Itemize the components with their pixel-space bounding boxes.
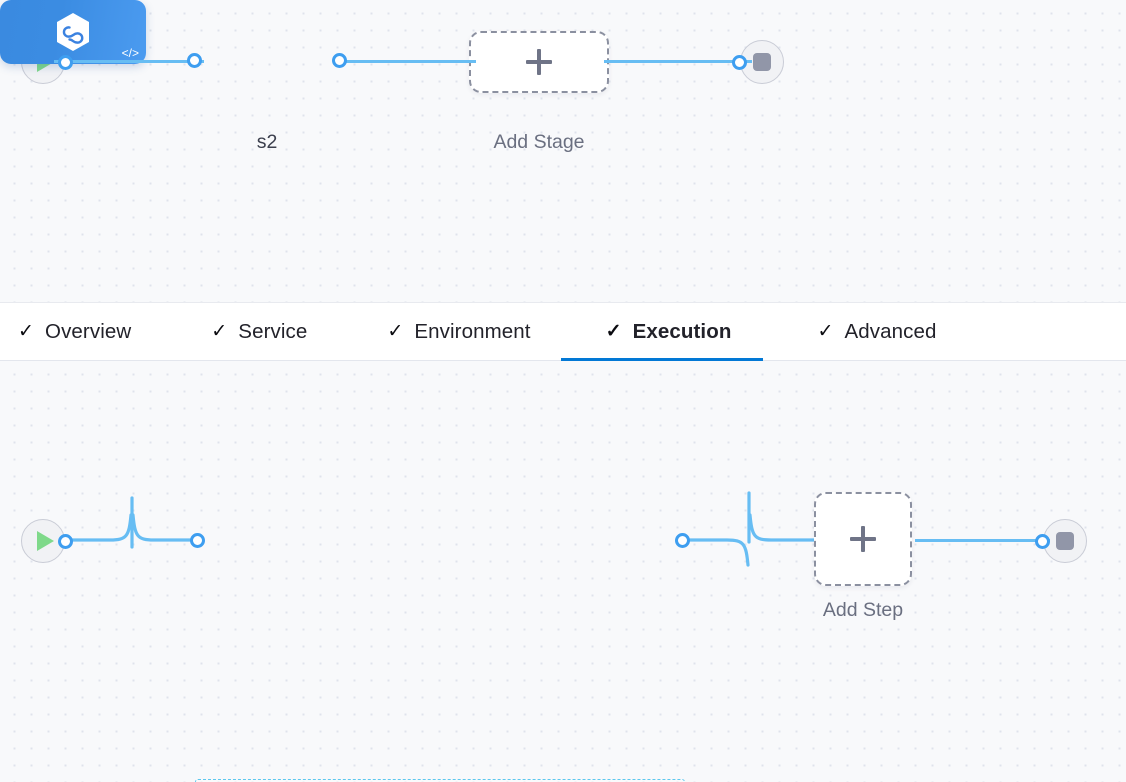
stop-icon: [1056, 532, 1074, 550]
end-circle: [740, 40, 784, 84]
tab-label: Environment: [414, 319, 531, 343]
stage-config-tabs[interactable]: ✓ Overview ✓ Service ✓ Environment ✓ Exe…: [0, 302, 1126, 361]
plus-icon: [526, 49, 552, 75]
tab-service[interactable]: ✓ Service: [161, 303, 337, 360]
stage-output-port[interactable]: [332, 53, 347, 68]
stage-node-body[interactable]: </>: [0, 0, 146, 64]
end-input-port[interactable]: [732, 55, 747, 70]
execution-end-node[interactable]: [1035, 519, 1087, 563]
stage-input-port[interactable]: [187, 53, 202, 68]
add-stage-node[interactable]: Add Stage: [469, 31, 609, 153]
parallel-junction-left: [53, 496, 200, 549]
add-stage-button[interactable]: [469, 31, 609, 93]
start-circle: [21, 519, 65, 563]
step-group-stepgroup1[interactable]: stepGroup1: [195, 779, 685, 782]
plus-icon: [850, 526, 876, 552]
pipeline-end-node[interactable]: [732, 40, 784, 84]
start-output-port[interactable]: [58, 534, 73, 549]
code-tag-icon: </>: [121, 46, 139, 60]
execution-graph-canvas[interactable]: stepGroup1: [0, 361, 1126, 782]
parallel-junction-right: [683, 491, 817, 567]
tab-environment[interactable]: ✓ Environment: [337, 303, 560, 360]
tab-overview[interactable]: ✓ Overview: [0, 303, 161, 360]
add-step-node[interactable]: Add Step: [814, 492, 912, 621]
tab-label: Overview: [45, 319, 132, 343]
tab-label: Execution: [632, 319, 732, 343]
check-icon: ✓: [605, 321, 622, 342]
tab-label: Advanced: [844, 319, 937, 343]
check-icon: ✓: [817, 321, 834, 342]
end-input-port[interactable]: [1035, 534, 1050, 549]
wire-stage-to-add: [336, 60, 476, 63]
check-icon: ✓: [211, 321, 228, 342]
step-group-entry-port[interactable]: [190, 533, 205, 548]
add-stage-label: Add Stage: [493, 131, 585, 153]
tab-execution[interactable]: ✓ Execution: [560, 303, 764, 361]
add-step-button[interactable]: [814, 492, 912, 586]
stage-node-s2[interactable]: </> s2: [0, 0, 347, 153]
harness-cd-hexagon-icon: [57, 13, 89, 51]
wire-start-to-stage: [54, 60, 204, 63]
stage-graph-canvas[interactable]: </> s2 Add Stage: [0, 0, 1126, 302]
stage-label: s2: [256, 131, 278, 153]
execution-start-node[interactable]: [21, 519, 73, 563]
check-icon: ✓: [18, 321, 35, 342]
tab-advanced[interactable]: ✓ Advanced: [763, 303, 966, 360]
step-group-exit-port[interactable]: [675, 533, 690, 548]
check-icon: ✓: [387, 321, 404, 342]
play-icon: [36, 531, 54, 551]
stop-icon: [753, 53, 771, 71]
add-step-label: Add Step: [822, 599, 904, 621]
wire-add-to-end: [604, 60, 752, 63]
wire-addstep-to-end: [915, 539, 1050, 542]
tab-label: Service: [238, 319, 308, 343]
start-output-port[interactable]: [58, 55, 73, 70]
